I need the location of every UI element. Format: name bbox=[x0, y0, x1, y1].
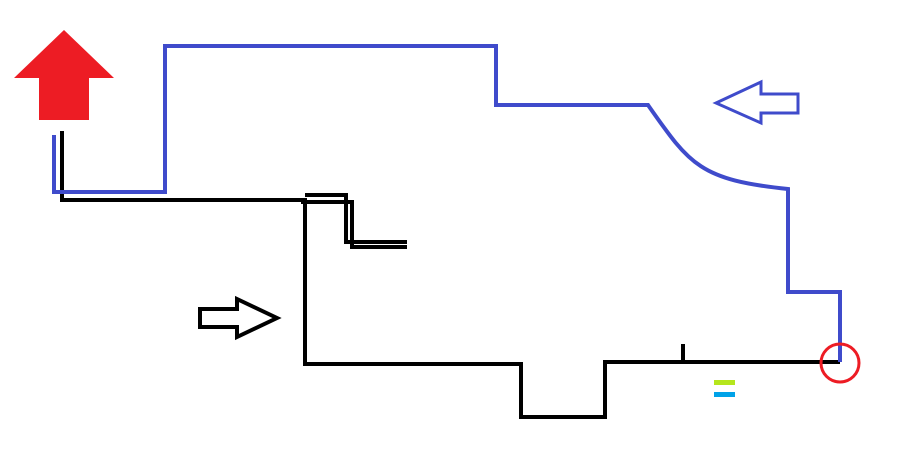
up-arrow-icon bbox=[14, 30, 114, 120]
cyan-dash-mark bbox=[714, 392, 735, 397]
blue-route-path bbox=[52, 44, 842, 362]
left-arrow-outline-icon bbox=[712, 79, 800, 126]
black-route-step-inner bbox=[301, 200, 407, 249]
green-dash-mark bbox=[714, 380, 735, 385]
black-route bbox=[60, 131, 840, 419]
circle-marker-icon bbox=[819, 342, 861, 384]
black-route-main bbox=[60, 131, 840, 419]
right-arrow-outline-icon bbox=[198, 295, 282, 341]
blue-route bbox=[52, 44, 842, 362]
black-route-step bbox=[305, 193, 407, 244]
